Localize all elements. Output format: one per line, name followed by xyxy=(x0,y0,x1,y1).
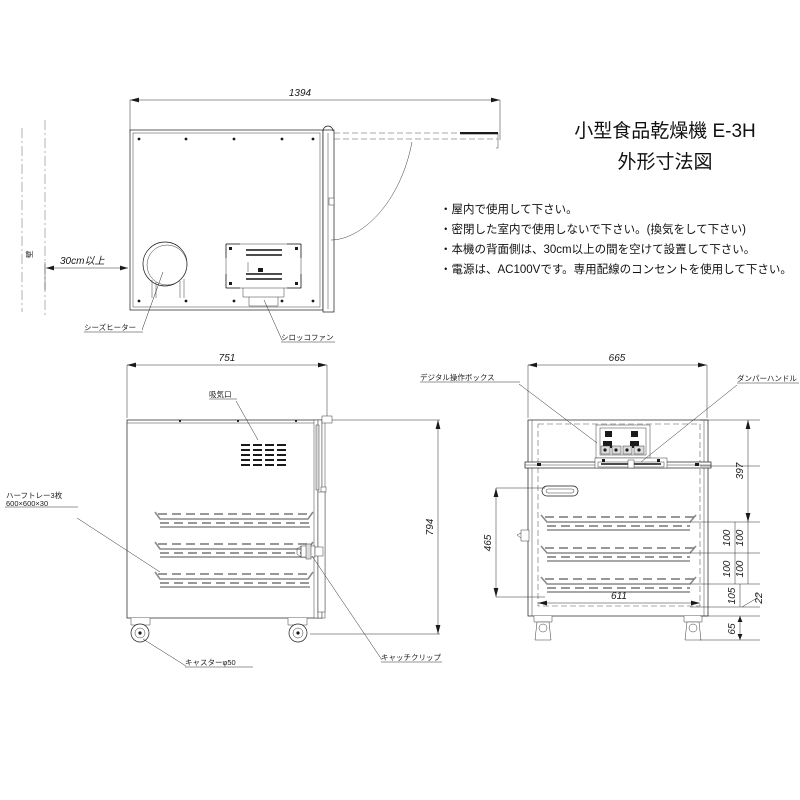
base-offset-value: 22 xyxy=(754,592,765,605)
front-width-value: 665 xyxy=(609,353,626,364)
inner-width-value: 611 xyxy=(611,591,627,602)
pitch-5-value: 105 xyxy=(727,587,738,604)
overall-width-dimension: 1394 xyxy=(129,88,501,140)
tray-side xyxy=(154,571,314,588)
air-intake-grille xyxy=(241,444,286,466)
inner-width-dimension: 611 xyxy=(538,591,700,606)
tray-group-front xyxy=(540,514,697,593)
wall-clearance-value: 30cm以上 xyxy=(60,255,105,267)
sirocco-fan-symbol xyxy=(225,243,302,307)
note-item: ・電源は、AC100Vです。専用配線のコンセントを使用して下さい。 xyxy=(440,262,792,276)
note-bullet-1: ・ xyxy=(440,224,452,236)
tray-group-side xyxy=(154,511,314,588)
sirocco-fan-leader: シロッコファン xyxy=(263,299,335,343)
pitch-dimension-1: 100 xyxy=(735,522,749,553)
tray-zone-value: 465 xyxy=(483,534,494,551)
catch-clip-label: キャッチクリップ xyxy=(381,653,441,662)
tray-front xyxy=(540,514,697,531)
overall-width-value: 1394 xyxy=(289,88,312,99)
svg-text:・電源は、AC100Vです。専用配線のコンセントを使用して下: ・電源は、AC100Vです。専用配線のコンセントを使用して下さい。 xyxy=(440,262,792,276)
front-latch xyxy=(516,529,530,542)
title-block: 小型食品乾燥機 E-3H 外形寸法図 xyxy=(574,120,756,173)
damper-handle-label: ダンパーハンドル xyxy=(737,373,797,383)
notes-block: ・屋内で使用して下さい。 ・密閉した室内で使用しないで下さい。(換気をして下さい… xyxy=(440,202,792,276)
wall-label: 壁 xyxy=(24,250,34,258)
door-handle xyxy=(541,485,579,497)
digital-control-box-leader: デジタル操作ボックス xyxy=(420,372,598,444)
caster-height-dimension: 65 xyxy=(727,616,743,640)
svg-text:・屋内で使用して下さい。: ・屋内で使用して下さい。 xyxy=(440,202,578,216)
chamber-height-dimension: 397 xyxy=(735,420,751,522)
pitch-3-value: 100 xyxy=(735,560,746,577)
drawing-title-line1: 小型食品乾燥機 E-3H xyxy=(574,120,756,142)
caster-height-value: 65 xyxy=(727,623,738,635)
note-bullet-0: ・ xyxy=(440,204,452,216)
note-bullet-3: ・ xyxy=(440,264,452,276)
side-fastener xyxy=(178,419,182,423)
tray-front xyxy=(540,545,697,562)
note-item: ・屋内で使用して下さい。 xyxy=(440,202,578,216)
catch-clip-leader: キャッチクリップ xyxy=(311,555,442,663)
caster-side-right xyxy=(287,618,308,643)
door-hinge-column xyxy=(322,125,335,313)
caster-label: キャスターφ50 xyxy=(185,658,236,667)
tray-front xyxy=(540,576,697,593)
half-tray-leader: ハーフトレー3枚 600×600×30 xyxy=(5,490,161,573)
pitch-4-value: 100 xyxy=(722,560,733,577)
top-view: 壁 30cm以上 1394 xyxy=(21,88,501,343)
air-intake-leader: 吸気口 xyxy=(209,389,259,441)
sheath-heater-label: シーズヒーター xyxy=(84,322,136,332)
damper-handle xyxy=(594,457,668,469)
digital-control-box-label: デジタル操作ボックス xyxy=(420,372,495,382)
front-height-ladder: 397 100 100 100 100 105 xyxy=(690,419,765,641)
air-intake-label: 吸気口 xyxy=(209,389,232,399)
catch-clip-hardware xyxy=(296,543,324,560)
note-item: ・本機の背面側は、30cm以上の間を空けて設置して下さい。 xyxy=(440,242,755,256)
note-item: ・密閉した室内で使用しないで下さい。(換気をして下さい) xyxy=(440,222,746,236)
tray-side xyxy=(154,511,314,528)
front-interior-hidden xyxy=(537,423,701,607)
sheath-heater-symbol xyxy=(142,241,188,298)
caster-front-left xyxy=(533,616,553,641)
note-text-0: 屋内で使用して下さい。 xyxy=(452,202,578,216)
pitch-dimension-4: 100 xyxy=(722,553,736,584)
sirocco-fan-label: シロッコファン xyxy=(281,333,334,342)
pitch-dimension-2: 100 xyxy=(722,522,736,553)
caster-front-right xyxy=(683,616,703,641)
base-offset-dimension: 22 xyxy=(741,592,765,608)
front-view: 665 xyxy=(420,353,799,641)
depth-value: 751 xyxy=(219,353,236,364)
digital-control-box xyxy=(595,424,651,459)
note-text-3: 電源は、AC100Vです。専用配線のコンセントを使用して下さい。 xyxy=(452,262,792,276)
caster-side-left xyxy=(130,618,151,643)
wall-clearance-dimension: 30cm以上 xyxy=(46,255,128,271)
door-swing-indicator xyxy=(330,132,499,241)
pitch-dimension-3: 100 xyxy=(735,553,749,584)
depth-dimension: 751 xyxy=(126,353,328,418)
pitch-1-value: 100 xyxy=(735,529,746,546)
sheath-heater-leader: シーズヒーター xyxy=(84,271,164,333)
caster-leader: キャスターφ50 xyxy=(142,638,253,668)
side-fastener xyxy=(294,419,298,423)
side-view: 751 794 xyxy=(5,353,442,668)
svg-text:・密閉した室内で使用しないで下さい。(換気をして下さい): ・密閉した室内で使用しないで下さい。(換気をして下さい) xyxy=(440,222,746,236)
side-fastener xyxy=(236,419,240,423)
plan-fasteners xyxy=(137,137,315,303)
chamber-height-value: 397 xyxy=(735,462,746,479)
half-tray-count-label: ハーフトレー3枚 xyxy=(6,490,63,500)
side-height-value: 794 xyxy=(425,518,436,535)
pitch-dimension-5: 105 xyxy=(727,584,741,607)
note-text-1: 密閉した室内で使用しないで下さい。(換気をして下さい) xyxy=(452,222,747,236)
svg-text:・本機の背面側は、30cm以上の間を空けて設置して下さい。: ・本機の背面側は、30cm以上の間を空けて設置して下さい。 xyxy=(440,242,755,256)
half-tray-size-label: 600×600×30 xyxy=(6,499,48,508)
drawing-title-line2: 外形寸法図 xyxy=(617,151,712,173)
tray-zone-dimension: 465 xyxy=(483,487,545,598)
pitch-2-value: 100 xyxy=(722,529,733,546)
damper-handle-leader: ダンパーハンドル xyxy=(640,373,799,463)
note-text-2: 本機の背面側は、30cm以上の間を空けて設置して下さい。 xyxy=(452,242,756,256)
note-bullet-2: ・ xyxy=(440,244,452,256)
side-height-dimension: 794 xyxy=(310,419,441,635)
